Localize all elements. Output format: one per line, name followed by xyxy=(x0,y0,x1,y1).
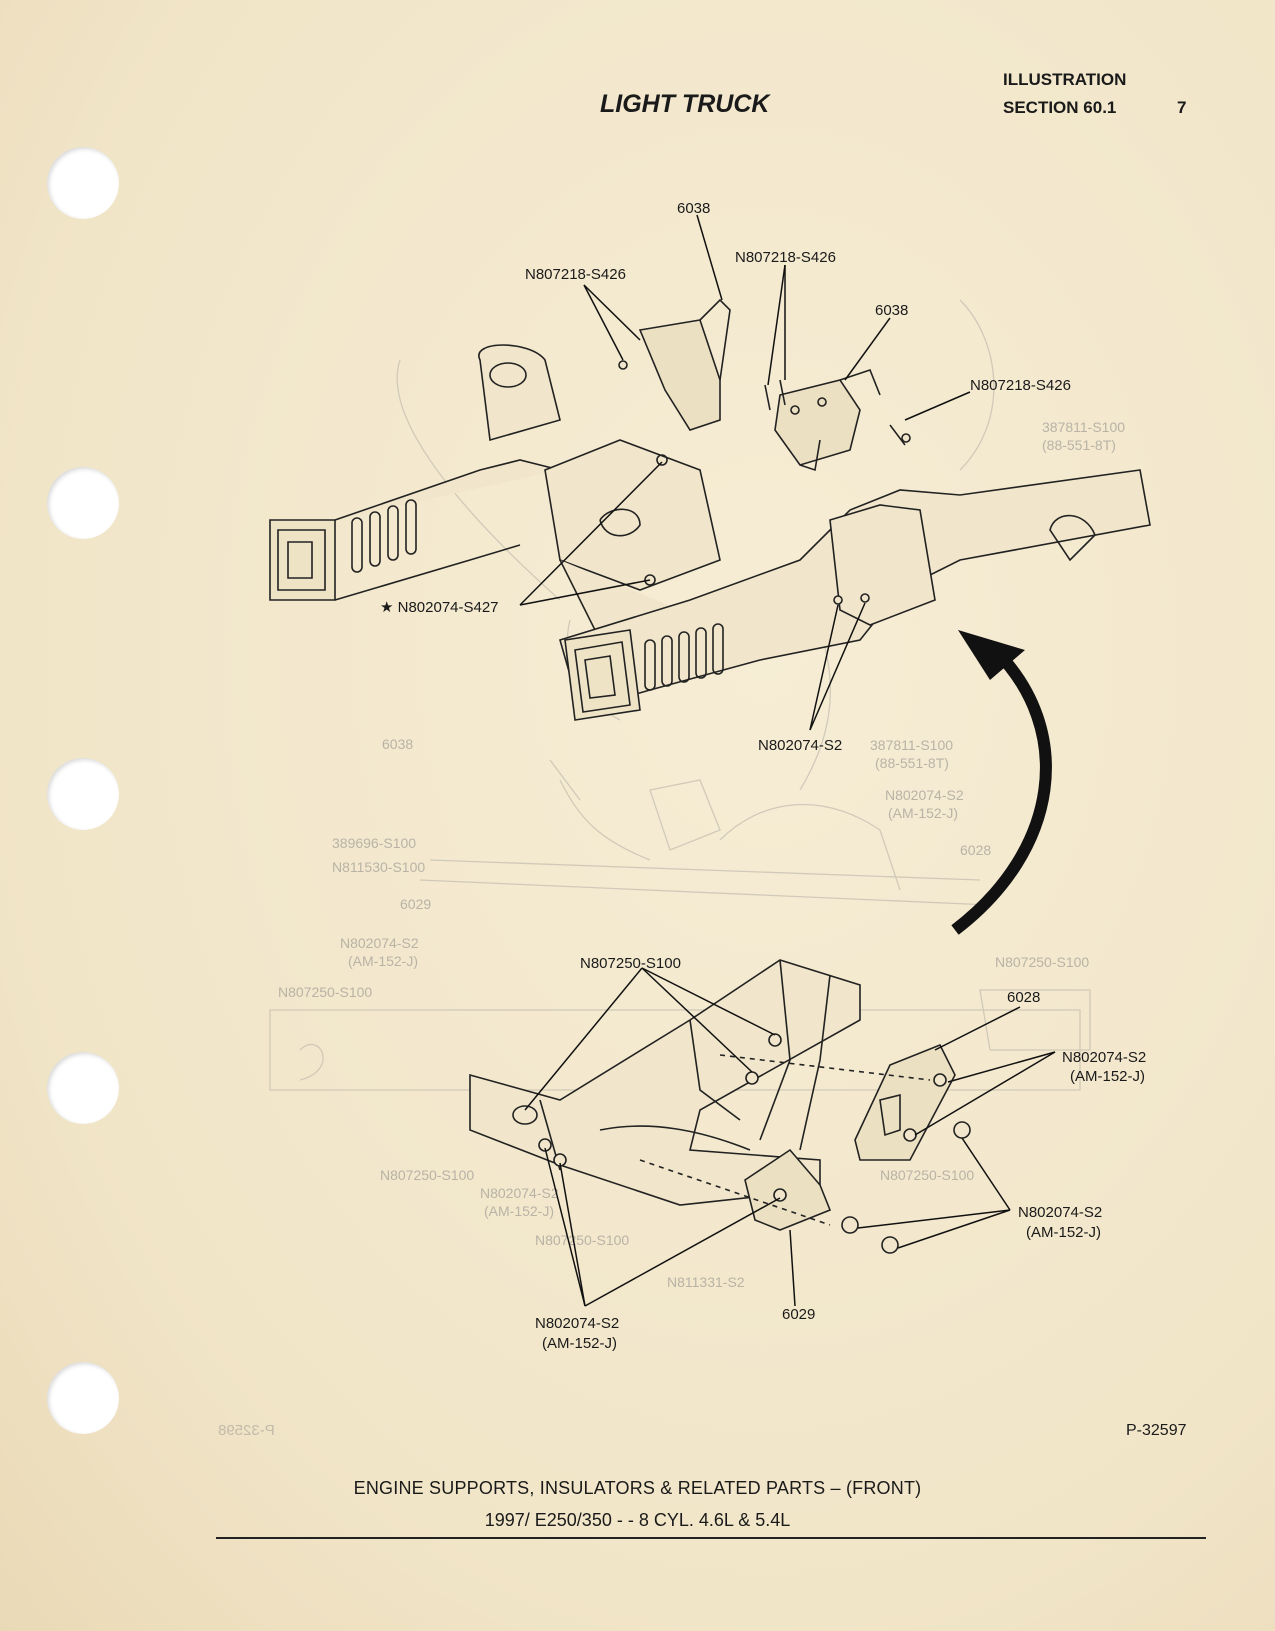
ghost-part-number: P-32598 xyxy=(218,1422,275,1439)
ghost-label: N807250-S100 xyxy=(535,1232,629,1248)
part-number: P-32597 xyxy=(1126,1422,1187,1439)
callout-n802074-s427: ★ N802074-S427 xyxy=(380,599,499,616)
callout-am-152-j: (AM-152-J) xyxy=(1070,1068,1145,1085)
leader-lines xyxy=(519,214,1056,1307)
ghost-label: 6028 xyxy=(960,842,991,858)
binder-hole xyxy=(47,758,119,830)
binder-hole xyxy=(47,1052,119,1124)
ghost-label: N802074-S2 xyxy=(480,1185,559,1201)
section-label: SECTION 60.1 xyxy=(1003,98,1117,117)
callout-labels: 6038 N807218-S426 N807218-S426 6038 N807… xyxy=(380,200,1146,1352)
ghost-label: (AM-152-J) xyxy=(484,1203,554,1219)
binder-hole xyxy=(47,467,119,539)
callout-n807218-s426: N807218-S426 xyxy=(735,249,836,266)
ghost-label: N811530-S100 xyxy=(332,859,425,875)
ghost-label: N807250-S100 xyxy=(995,954,1089,970)
caption-subtitle: 1997/ E250/350 - - 8 CYL. 4.6L & 5.4L xyxy=(484,1510,791,1530)
callout-am-152-j: (AM-152-J) xyxy=(542,1335,617,1352)
ghost-label: N802074-S2 xyxy=(340,935,419,951)
callout-n802074-s2: N802074-S2 xyxy=(758,737,842,754)
illustration-label: ILLUSTRATION xyxy=(1003,70,1127,89)
top-frame-assembly xyxy=(269,298,1151,721)
ghost-label: N807250-S100 xyxy=(880,1167,974,1183)
ghost-label: 387811-S100 xyxy=(1042,419,1125,435)
bottom-bracket-assembly xyxy=(469,959,971,1254)
callout-n807218-s426: N807218-S426 xyxy=(525,266,626,283)
callout-6038: 6038 xyxy=(677,200,710,217)
section-header: ILLUSTRATION SECTION 60.1 7 xyxy=(1003,66,1186,122)
binder-hole xyxy=(47,147,119,219)
ghost-label: (88-551-8T) xyxy=(1042,437,1116,453)
page-title: LIGHT TRUCK xyxy=(600,90,770,118)
ghost-label: (88-551-8T) xyxy=(875,755,949,771)
caption-title: ENGINE SUPPORTS, INSULATORS & RELATED PA… xyxy=(353,1478,922,1498)
callout-6029: 6029 xyxy=(782,1306,815,1323)
ghost-label: (AM-152-J) xyxy=(348,953,418,969)
page-number: 7 xyxy=(1177,98,1187,117)
ghost-label: (AM-152-J) xyxy=(888,805,958,821)
callout-n802074-s2: N802074-S2 xyxy=(535,1315,619,1332)
callout-6028: 6028 xyxy=(1007,989,1040,1006)
ghost-label: N811331-S2 xyxy=(667,1274,745,1290)
ghost-label: N807250-S100 xyxy=(380,1167,474,1183)
ghost-label: 6029 xyxy=(400,896,431,912)
ghost-label: 389696-S100 xyxy=(332,835,416,851)
callout-am-152-j: (AM-152-J) xyxy=(1026,1224,1101,1241)
bleed-through-labels: 387811-S100 (88-551-8T) 6038 387811-S100… xyxy=(278,419,1125,1290)
footer-rule xyxy=(216,1537,1206,1539)
rotation-arrow xyxy=(951,630,1052,935)
callout-n802074-s2: N802074-S2 xyxy=(1018,1204,1102,1221)
binder-hole xyxy=(47,1362,119,1434)
ghost-label: N802074-S2 xyxy=(885,787,964,803)
callout-n807218-s426: N807218-S426 xyxy=(970,377,1071,394)
callout-6038: 6038 xyxy=(875,302,908,319)
callout-n807250-s100: N807250-S100 xyxy=(580,955,681,972)
ghost-label: N807250-S100 xyxy=(278,984,372,1000)
ghost-label: 387811-S100 xyxy=(870,737,953,753)
callout-n802074-s2: N802074-S2 xyxy=(1062,1049,1146,1066)
ghost-label: 6038 xyxy=(382,736,413,752)
